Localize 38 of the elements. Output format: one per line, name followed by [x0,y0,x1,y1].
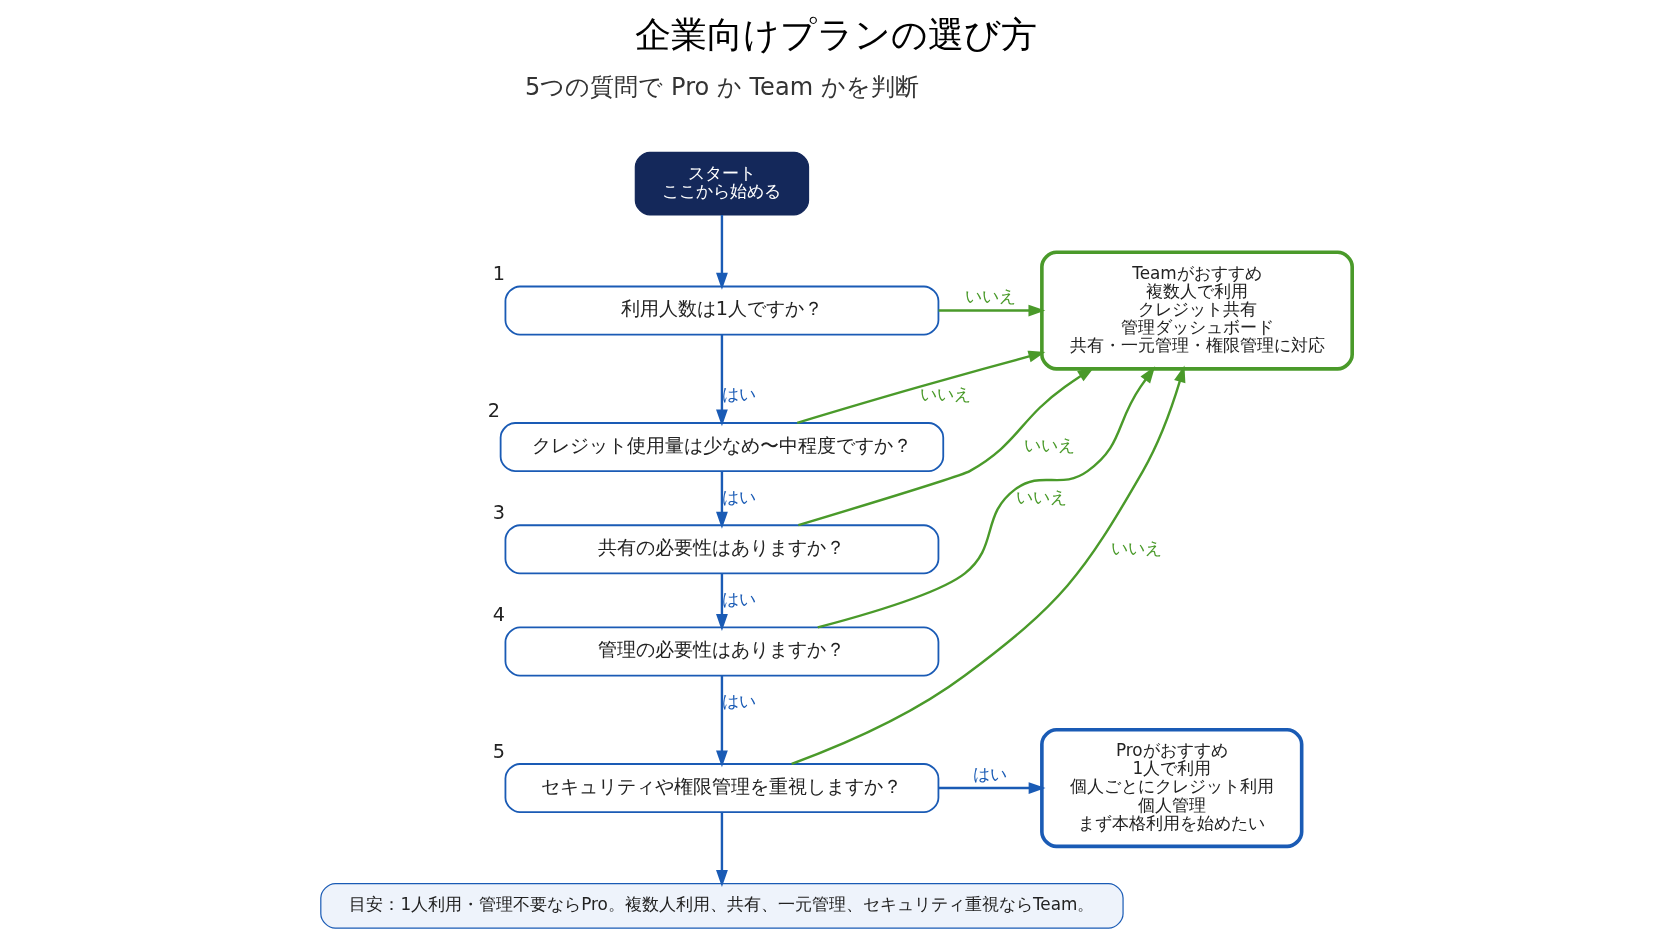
edge-label: いいえ [919,384,971,405]
node-box: セキュリティや権限管理を重視しますか？ [504,763,939,813]
node-label: 2 [487,398,500,422]
node-label: 3 [492,500,505,524]
edge-label: はい [721,384,756,405]
arrow [715,812,728,887]
node-box: Proがおすすめ 1人で利用 個人ごとにクレジット利用 個人管理 まず本格利用を始めたい [1039,727,1303,849]
node-box: 利用人数は1人ですか？ [504,285,939,336]
arrow [715,334,728,427]
edge-label: はい [721,691,756,712]
arrow [938,782,1045,794]
arrow [796,350,1045,424]
arrow [797,367,1094,527]
arrow [790,365,1185,766]
label: 5つの質問で Pro か Team かを判断 [524,72,919,101]
node-box: 目安：1人利用・管理不要ならPro。複数人利用、共有、一元管理、セキュリティ重視ならTeam。 [319,883,1124,929]
edge-label: はい [721,486,756,507]
node-box: スタート ここから始める [634,151,809,216]
node-label: 1 [492,262,505,286]
diagram-title: 企業向けプランの選び方 [635,13,1037,56]
arrow [715,471,728,529]
node-box: 管理の必要性はありますか？ [504,626,939,677]
edge-label: いいえ [1110,537,1162,558]
arrow [715,573,728,631]
edge-label: いいえ [1023,435,1075,456]
node-box: Teamがおすすめ 複数人で利用 クレジット共有 管理ダッシュボード 共有・一元管理・権限管理に対応 [1039,250,1354,371]
edge-label: いいえ [1015,486,1067,507]
node-label: 5 [492,739,505,763]
edge-label: いいえ [964,286,1016,307]
edge-label: はい [721,588,756,609]
arrow [715,214,728,290]
edge-label: はい [972,763,1007,784]
node-box: 共有の必要性はありますか？ [504,524,939,575]
arrow [816,366,1155,629]
node-box: クレジット使用量は少なめ〜中程度ですか？ [499,422,944,472]
node-label: 4 [492,603,505,627]
arrow [715,675,728,768]
arrow [938,304,1045,317]
